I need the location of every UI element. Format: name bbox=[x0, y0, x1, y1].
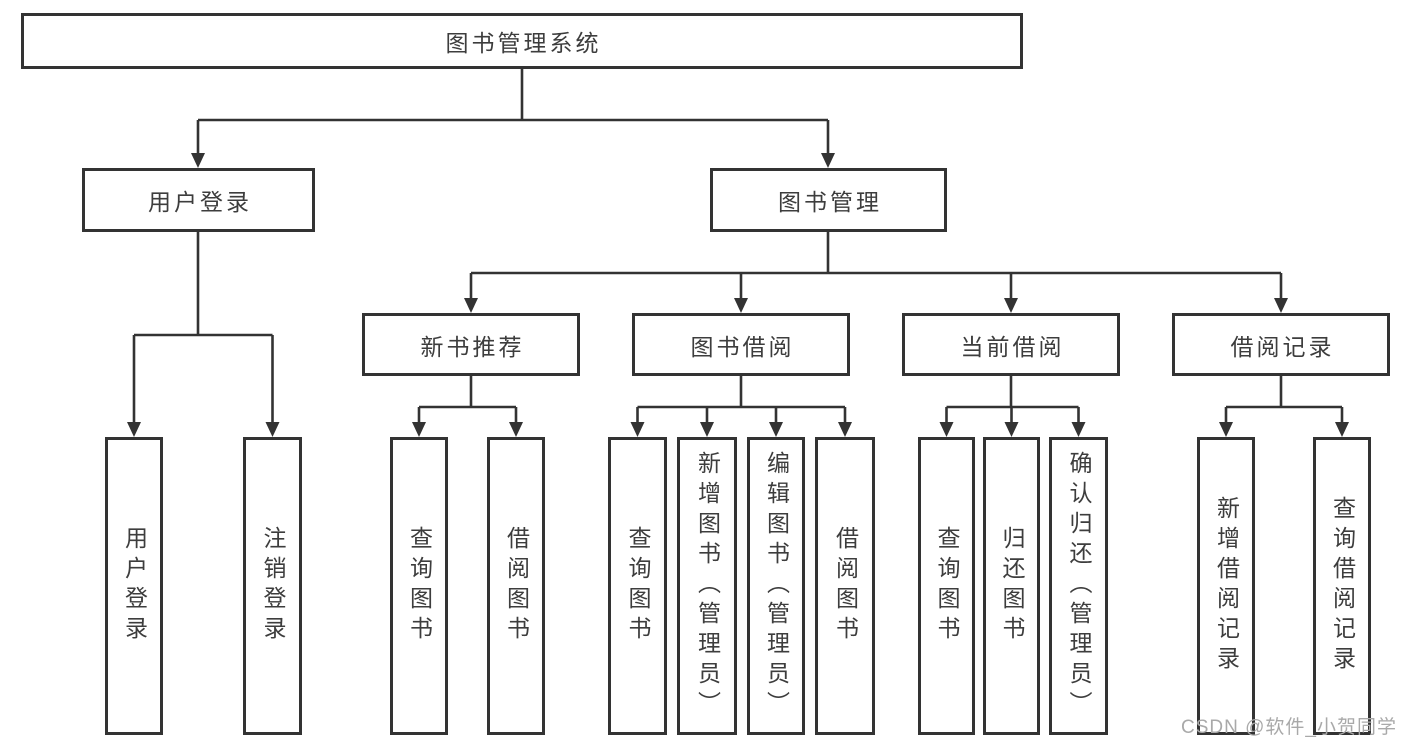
node-label: 用户登录 bbox=[148, 189, 252, 215]
leaf-label: 查询图书 bbox=[406, 526, 433, 646]
leaf-logout: 注销登录 bbox=[243, 437, 302, 735]
csdn-watermark: CSDN @软件_小贺同学 bbox=[1181, 717, 1397, 738]
leaf-label: 查询图书 bbox=[934, 526, 960, 646]
arrowhead bbox=[630, 422, 645, 437]
leaf-current-return-books: 归还图书 bbox=[983, 437, 1040, 735]
leaf-label: 借阅图书 bbox=[503, 526, 530, 646]
leaf-label: 查询借阅记录 bbox=[1329, 496, 1356, 676]
leaf-label: 借阅图书 bbox=[832, 526, 859, 646]
node-label: 当前借阅 bbox=[960, 333, 1065, 360]
node-label: 借阅记录 bbox=[1230, 333, 1335, 360]
node-new-book-recommend: 新书推荐 bbox=[362, 313, 580, 376]
node-user-login: 用户登录 bbox=[82, 168, 315, 232]
node-label: 新书推荐 bbox=[420, 333, 525, 360]
arrowhead bbox=[412, 422, 426, 437]
node-book-borrowing: 图书借阅 bbox=[632, 313, 850, 376]
leaf-label: 新增图书（管理员） bbox=[694, 451, 721, 721]
leaf-label: 新增借阅记录 bbox=[1213, 496, 1240, 676]
arrowhead bbox=[1335, 422, 1349, 437]
leaf-label: 归还图书 bbox=[999, 526, 1025, 646]
arrowhead bbox=[191, 153, 205, 168]
leaf-borrowing-borrow-books: 借阅图书 bbox=[815, 437, 875, 735]
node-book-management: 图书管理 bbox=[710, 168, 947, 232]
arrowhead bbox=[265, 422, 280, 437]
arrowhead bbox=[1004, 422, 1019, 437]
leaf-label: 查询图书 bbox=[625, 526, 651, 646]
arrowhead bbox=[700, 422, 714, 437]
arrowhead bbox=[734, 298, 748, 313]
leaf-user-login: 用户登录 bbox=[105, 437, 163, 735]
leaf-current-query-books: 查询图书 bbox=[918, 437, 975, 735]
arrowhead bbox=[1071, 422, 1086, 437]
arrowhead bbox=[1004, 298, 1018, 313]
arrowhead bbox=[464, 298, 478, 313]
arrowhead-group bbox=[127, 153, 1349, 437]
node-label: 图书借阅 bbox=[690, 333, 795, 360]
leaf-borrowing-query-books: 查询图书 bbox=[608, 437, 667, 735]
arrowhead bbox=[127, 422, 141, 437]
leaf-borrowing-edit-books-admin: 编辑图书（管理员） bbox=[747, 437, 805, 735]
node-root-library-system: 图书管理系统 bbox=[21, 13, 1023, 69]
arrowhead bbox=[769, 422, 783, 437]
node-current-borrowing: 当前借阅 bbox=[902, 313, 1120, 376]
leaf-label: 确认归还（管理员） bbox=[1066, 451, 1092, 721]
leaf-label: 用户登录 bbox=[121, 526, 148, 646]
leaf-label: 编辑图书（管理员） bbox=[763, 451, 790, 721]
arrowhead bbox=[509, 422, 523, 437]
arrowhead bbox=[939, 422, 954, 437]
node-label: 图书管理系统 bbox=[445, 30, 602, 56]
leaf-records-query-borrow-record: 查询借阅记录 bbox=[1313, 437, 1371, 735]
node-borrow-records: 借阅记录 bbox=[1172, 313, 1390, 376]
leaf-newbook-query-books: 查询图书 bbox=[390, 437, 448, 735]
leaf-borrowing-add-books-admin: 新增图书（管理员） bbox=[677, 437, 737, 735]
node-label: 图书管理 bbox=[778, 189, 882, 215]
leaf-label: 注销登录 bbox=[260, 526, 286, 646]
leaf-records-add-borrow-record: 新增借阅记录 bbox=[1197, 437, 1255, 735]
leaf-newbook-borrow-books: 借阅图书 bbox=[487, 437, 545, 735]
arrowhead bbox=[821, 153, 835, 168]
arrowhead bbox=[838, 422, 852, 437]
leaf-current-confirm-return-admin: 确认归还（管理员） bbox=[1049, 437, 1108, 735]
arrowhead bbox=[1219, 422, 1233, 437]
arrowhead bbox=[1274, 298, 1288, 313]
